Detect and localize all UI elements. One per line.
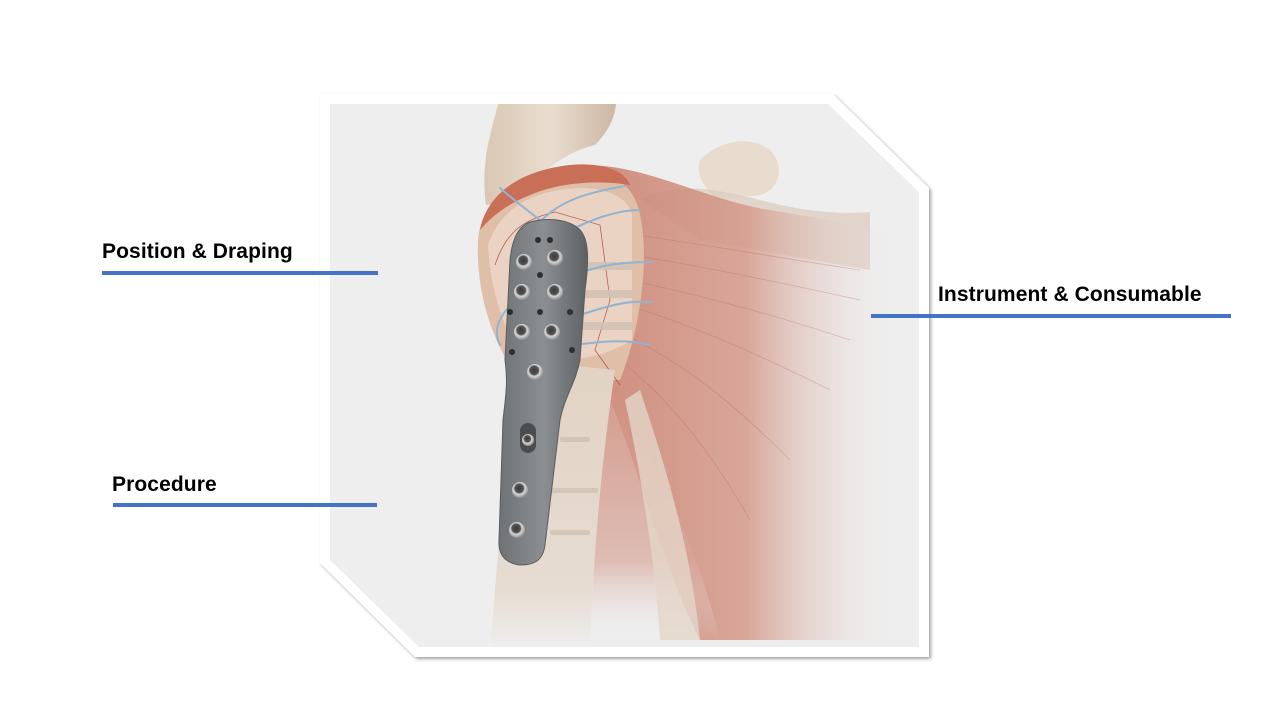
instrument-consumable-underline — [871, 314, 1231, 318]
procedure-underline — [113, 503, 377, 507]
label-instrument-consumable[interactable]: Instrument & Consumable — [938, 283, 1202, 306]
position-draping-underline — [102, 271, 378, 275]
label-procedure[interactable]: Procedure — [112, 473, 217, 496]
label-position-draping[interactable]: Position & Draping — [102, 240, 293, 263]
